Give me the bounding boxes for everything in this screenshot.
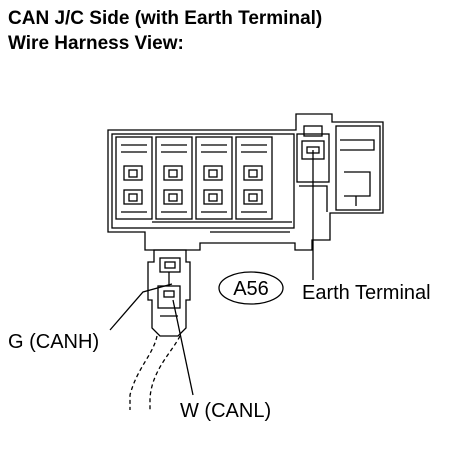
canh-wire [129, 335, 158, 410]
junction-connector [107, 113, 384, 251]
title-line-1: CAN J/C Side (with Earth Terminal) [8, 8, 323, 29]
connector-lock [335, 125, 381, 211]
canl-leader-line [172, 299, 194, 396]
terminal-column-1 [115, 136, 153, 220]
connector-code-label: A56 [233, 278, 269, 300]
connector-code-oval [218, 271, 284, 305]
canl-wire-label: W (CANL) [180, 400, 271, 422]
canh-leader-line [109, 283, 173, 331]
terminal-column-4 [235, 136, 273, 220]
title-line-2: Wire Harness View: [8, 33, 184, 54]
wire-connector [147, 249, 191, 337]
wires [129, 335, 181, 412]
terminal-column-2 [155, 136, 193, 220]
canl-wire [149, 335, 181, 412]
terminal-column-3 [195, 136, 233, 220]
canh-wire-label: G (CANH) [8, 331, 99, 353]
diagram-title: CAN J/C Side (with Earth Terminal) Wire … [8, 6, 322, 56]
earth-terminal-label: Earth Terminal [302, 282, 431, 304]
